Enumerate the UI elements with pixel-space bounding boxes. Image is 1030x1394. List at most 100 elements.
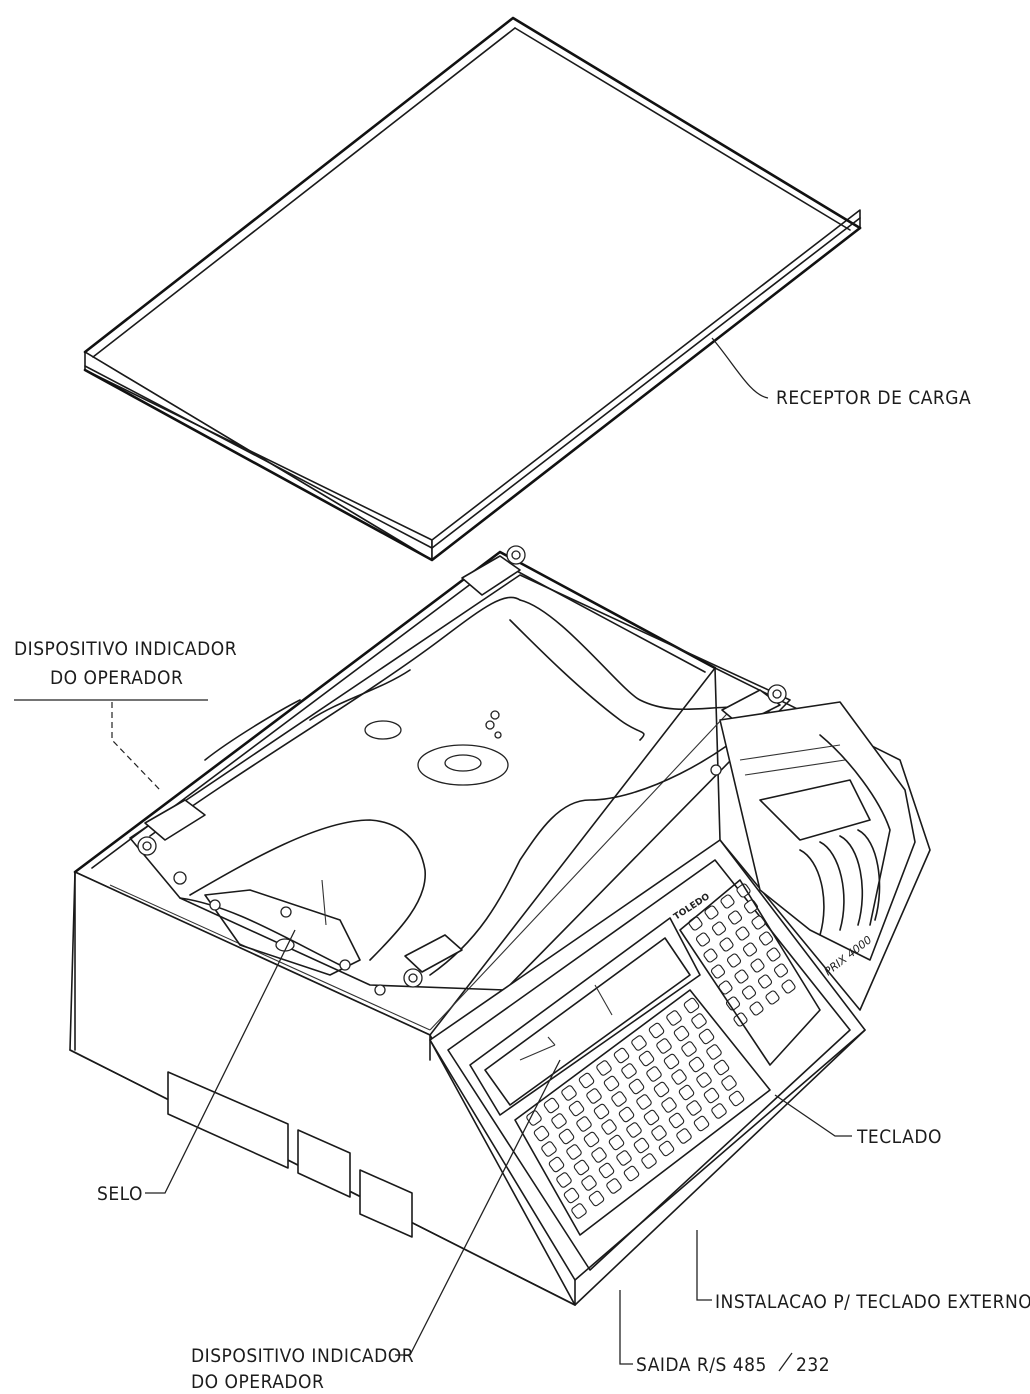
keypad-key xyxy=(757,974,773,989)
keypad-key xyxy=(686,1100,702,1116)
keypad-key xyxy=(548,1156,565,1173)
keypad-key xyxy=(633,1137,650,1154)
leader-lines xyxy=(14,337,852,1372)
keypad-key xyxy=(676,1128,692,1144)
keypad-key xyxy=(556,1172,572,1188)
keypad-key xyxy=(773,963,789,978)
keypad-key xyxy=(598,1162,615,1179)
keypad-key xyxy=(696,1072,712,1088)
keypad-key xyxy=(616,1150,632,1166)
keypad-key xyxy=(736,883,751,898)
label-seal: SELO xyxy=(97,1183,143,1205)
keypad-key xyxy=(668,1112,685,1129)
keypad-key xyxy=(666,1010,682,1026)
keypad-key xyxy=(596,1060,612,1076)
keypad-key xyxy=(710,964,726,979)
label-operator-indicator-bottom-2: DO OPERADOR xyxy=(191,1371,324,1393)
keypad-key xyxy=(661,1097,677,1113)
keypad-key xyxy=(566,1144,582,1160)
keypad-key xyxy=(750,958,765,973)
keypad-key xyxy=(766,947,781,962)
operator-console: TOLEDO xyxy=(429,839,866,1306)
keypad-key xyxy=(678,1084,695,1101)
keypad-key xyxy=(671,1069,687,1085)
keypad-key xyxy=(586,1088,602,1104)
price-display xyxy=(469,917,701,1116)
keypad-key xyxy=(663,1053,680,1070)
keypad-key xyxy=(673,1025,690,1042)
keypad-key xyxy=(721,1075,737,1091)
main-keypad xyxy=(526,997,745,1219)
keypad-key xyxy=(558,1128,575,1145)
label-load-receiver: RECEPTOR DE CARGA xyxy=(776,387,971,409)
keypad-key xyxy=(698,1028,715,1045)
keypad-key xyxy=(735,926,750,941)
keypad-key xyxy=(726,953,742,968)
keypad-key xyxy=(583,1131,600,1148)
keypad-key xyxy=(691,1013,707,1029)
label-keyboard: TECLADO xyxy=(856,1126,942,1148)
keypad-key xyxy=(636,1094,652,1110)
keypad-key xyxy=(711,1103,727,1119)
keypad-key xyxy=(749,1001,764,1016)
keypad-key xyxy=(611,1091,627,1107)
keypad-key xyxy=(576,1116,592,1132)
keypad-key xyxy=(551,1113,567,1129)
numeric-keypad xyxy=(688,883,796,1027)
keypad-key xyxy=(693,1115,710,1132)
keypad-key xyxy=(719,937,734,952)
keypad-key xyxy=(571,1203,587,1219)
keypad-key xyxy=(593,1103,610,1120)
keypad-key xyxy=(781,979,796,994)
keypad-key xyxy=(695,932,711,947)
keypad-key xyxy=(638,1050,655,1067)
keypad-key xyxy=(623,1165,640,1182)
keypad-key xyxy=(651,1125,667,1141)
scale-base xyxy=(69,550,931,1306)
keypad-key xyxy=(648,1022,665,1039)
keypad-key xyxy=(742,942,758,957)
keypad-key xyxy=(751,915,766,930)
keypad-key xyxy=(621,1063,637,1079)
keypad-key xyxy=(568,1100,585,1117)
keypad-key xyxy=(727,910,743,925)
keypad-key xyxy=(588,1190,605,1207)
load-cell-spider xyxy=(129,545,791,996)
label-output-port-alt: 232 xyxy=(796,1354,830,1376)
keypad-key xyxy=(608,1134,625,1151)
keypad-key xyxy=(653,1081,670,1098)
label-operator-indicator-top-1: DISPOSITIVO INDICADOR xyxy=(14,638,237,660)
keypad-key xyxy=(606,1178,622,1194)
keypad-key xyxy=(641,1153,657,1169)
keypad-key xyxy=(725,996,741,1011)
keypad-key xyxy=(631,1035,647,1051)
keypad-key xyxy=(734,969,749,984)
keypad-key xyxy=(703,1087,720,1104)
keypad-key xyxy=(578,1072,595,1089)
keypad-key xyxy=(711,921,727,936)
keypad-key xyxy=(728,1090,745,1107)
callout-labels: RECEPTOR DE CARGA DISPOSITIVO INDICADOR … xyxy=(14,387,1030,1393)
keypad-key xyxy=(741,985,757,1000)
keypad-key xyxy=(681,1041,697,1057)
keypad-key xyxy=(646,1066,662,1082)
keypad-key xyxy=(656,1038,672,1054)
keypad-key xyxy=(713,1059,730,1076)
label-operator-indicator-top-2: DO OPERADOR xyxy=(50,667,183,689)
keypad-key xyxy=(573,1159,590,1176)
keypad-key xyxy=(683,997,700,1014)
keypad-key xyxy=(704,905,719,920)
keypad-key xyxy=(533,1125,550,1142)
keypad-key xyxy=(561,1085,577,1101)
keypad-key xyxy=(765,990,780,1005)
keypad-key xyxy=(688,1056,705,1073)
keypad-key xyxy=(603,1075,620,1092)
keypad-key xyxy=(626,1122,642,1138)
keypad-key xyxy=(703,948,718,963)
load-receiver-platter xyxy=(83,16,862,562)
keypad-key xyxy=(758,931,774,946)
label-operator-indicator-bottom-1: DISPOSITIVO INDICADOR xyxy=(191,1345,414,1367)
keypad-key xyxy=(581,1175,597,1191)
keypad-key xyxy=(618,1106,635,1123)
